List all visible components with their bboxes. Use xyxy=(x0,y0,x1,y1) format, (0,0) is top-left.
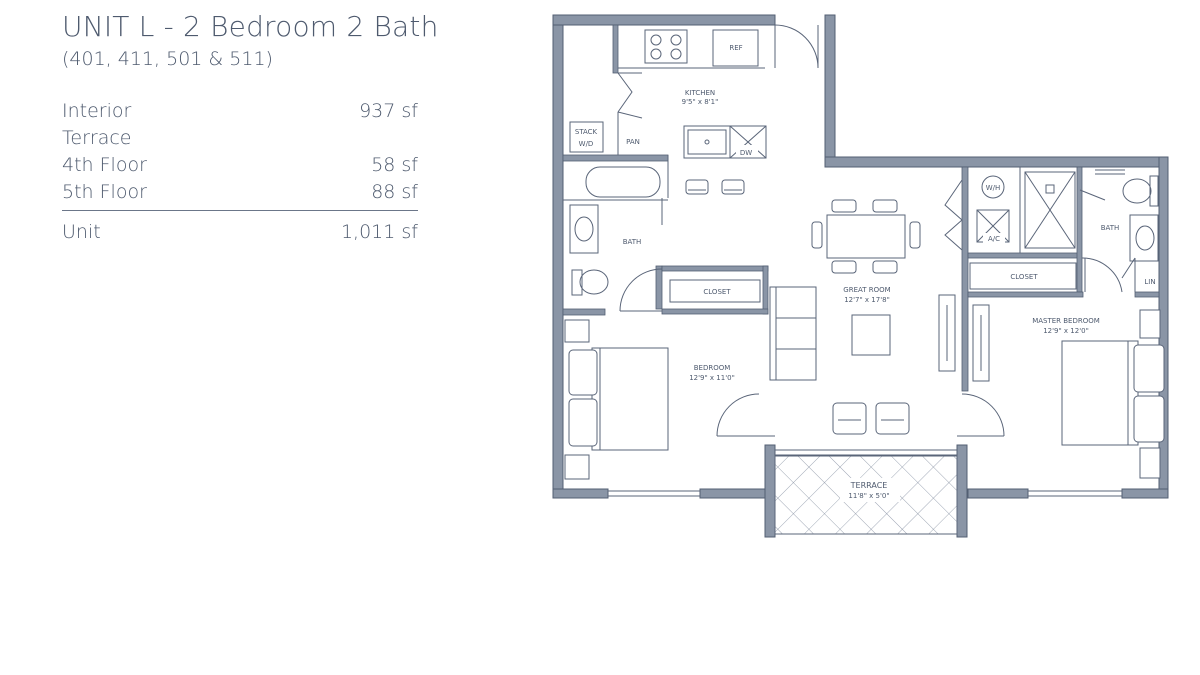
area-label-interior: Interior xyxy=(62,100,132,122)
area-row-4th-floor: 4th Floor 58 sf xyxy=(62,152,418,179)
right-bath-fixtures xyxy=(976,171,1159,262)
bath-left-label: BATH xyxy=(623,238,642,246)
lin-label: LIN xyxy=(1144,278,1155,286)
left-bath-fixtures xyxy=(569,166,663,296)
bar-stools xyxy=(685,179,745,195)
wh-label: W/H xyxy=(986,184,1001,192)
great-room-label: GREAT ROOM xyxy=(843,286,890,294)
doors xyxy=(617,24,1136,437)
kitchen-label: KITCHEN xyxy=(685,89,715,97)
area-value-4th-floor: 58 sf xyxy=(371,154,418,176)
area-divider xyxy=(62,210,418,211)
area-label-terrace: Terrace xyxy=(62,127,132,149)
ref-label: REF xyxy=(729,44,742,52)
area-label-total: Unit xyxy=(62,221,101,243)
area-value-total: 1,011 sf xyxy=(340,221,418,243)
bedroom-dims: 12'9" x 11'0" xyxy=(689,374,735,382)
unit-numbers: (401, 411, 501 & 511) xyxy=(62,48,273,70)
unit-title: UNIT L - 2 Bedroom 2 Bath xyxy=(62,10,439,43)
area-row-5th-floor: 5th Floor 88 sf xyxy=(62,179,418,206)
great-room-dims: 12'7" x 17'8" xyxy=(844,296,890,304)
stack-label: STACK xyxy=(575,128,598,136)
bedroom-furniture xyxy=(564,319,669,480)
area-label-5th-floor: 5th Floor xyxy=(62,181,147,203)
bedroom-label: BEDROOM xyxy=(694,364,731,372)
closet-left-label: CLOSET xyxy=(703,288,731,296)
interior-walls xyxy=(562,24,1160,392)
terrace-label: TERRACE xyxy=(850,481,888,490)
area-label-4th-floor: 4th Floor xyxy=(62,154,147,176)
kitchen-dims: 9'5" x 8'1" xyxy=(682,98,719,106)
windows xyxy=(608,449,1122,497)
master-bedroom-furniture xyxy=(972,304,1165,479)
area-row-total: Unit 1,011 sf xyxy=(62,219,418,246)
ac-label: A/C xyxy=(988,235,1000,243)
area-table: Interior 937 sf Terrace 4th Floor 58 sf … xyxy=(62,98,418,246)
pan-label: PAN xyxy=(626,138,640,146)
refrigerator xyxy=(712,29,759,67)
area-value-interior: 937 sf xyxy=(359,100,418,122)
terrace-dims: 11'8" x 5'0" xyxy=(848,492,889,500)
area-row-interior: Interior 937 sf xyxy=(62,98,418,125)
dw-label: DW xyxy=(740,149,752,157)
stack-wd xyxy=(569,121,604,153)
great-room-furniture xyxy=(769,199,956,435)
closet-right-label: CLOSET xyxy=(1010,273,1038,281)
master-bedroom-dims: 12'9" x 12'0" xyxy=(1043,327,1089,335)
bath-right-label: BATH xyxy=(1101,224,1120,232)
master-bedroom-label: MASTER BEDROOM xyxy=(1032,317,1100,325)
wd-label: W/D xyxy=(579,140,594,148)
area-value-5th-floor: 88 sf xyxy=(371,181,418,203)
area-row-terrace: Terrace xyxy=(62,125,418,152)
